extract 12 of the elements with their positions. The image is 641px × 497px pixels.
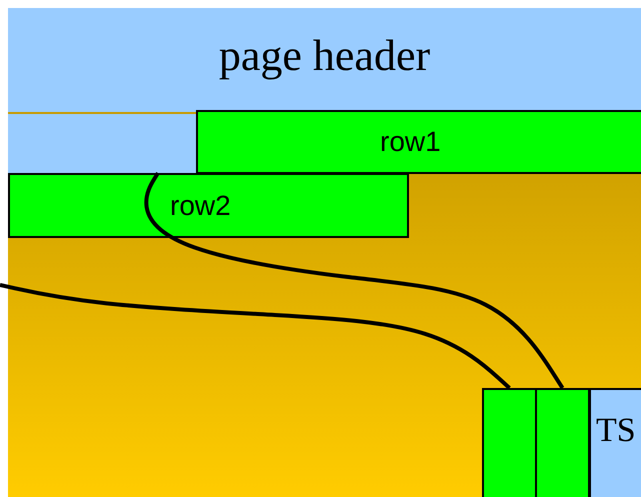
empty-box bbox=[482, 388, 537, 497]
node-label: row2 bbox=[170, 190, 231, 222]
header-band bbox=[8, 8, 641, 112]
row-box bbox=[8, 173, 409, 238]
connector-line bbox=[144, 172, 564, 390]
node-label: page header bbox=[218, 30, 430, 80]
empty-box bbox=[535, 388, 590, 497]
node-label: row1 bbox=[380, 126, 441, 158]
node-label: TS bbox=[596, 412, 636, 450]
row-box bbox=[196, 110, 641, 174]
row-box bbox=[589, 388, 641, 497]
connector-line bbox=[0, 283, 511, 390]
